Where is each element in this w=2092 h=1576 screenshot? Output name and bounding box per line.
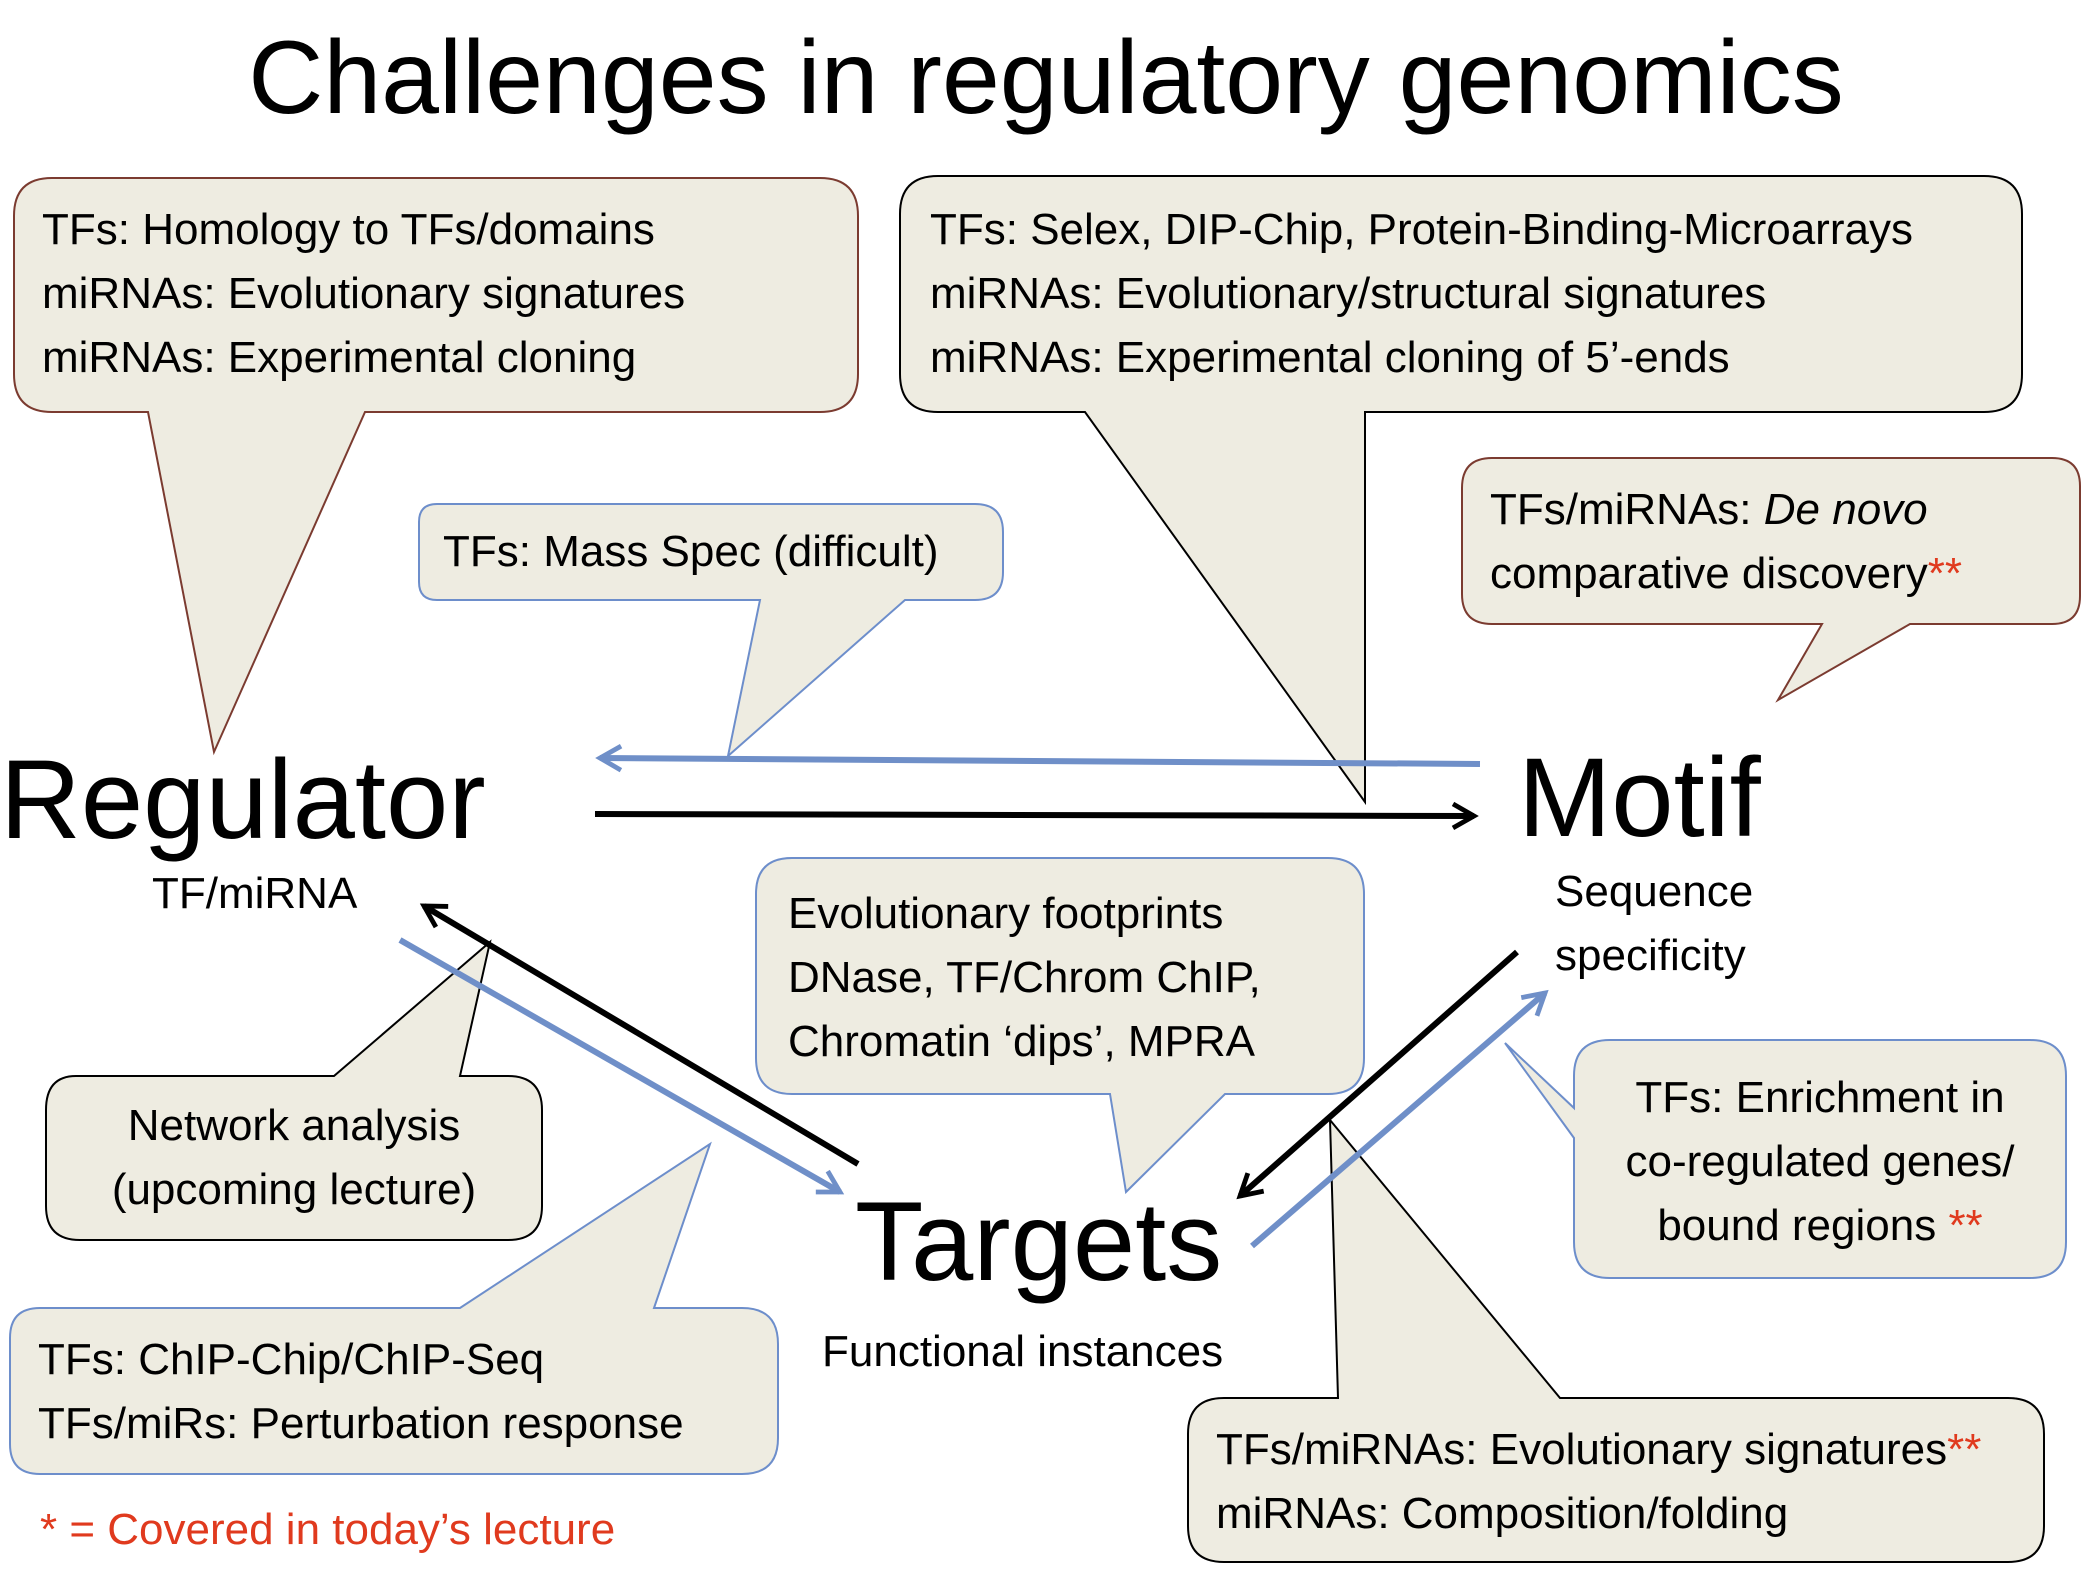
callout-de-novo-line-1: TFs/miRNAs: De novo bbox=[1490, 478, 1928, 542]
callout-chip-line-2: TFs/miRs: Perturbation response bbox=[38, 1399, 684, 1448]
node-motif-subtitle-2: specificity bbox=[1555, 931, 1746, 980]
callout-network-line-2: (upcoming lecture) bbox=[111, 1165, 477, 1214]
arrow-regulator-to-motif bbox=[594, 801, 1479, 831]
arrow-targets-to-regulator bbox=[419, 903, 860, 1167]
node-targets: Targets bbox=[855, 1179, 1223, 1304]
callout-chip-line-1: TFs: ChIP-Chip/ChIP-Seq bbox=[38, 1335, 545, 1384]
callout-motif-top-line-1: TFs: Selex, DIP-Chip, Protein-Binding-Mi… bbox=[930, 205, 1913, 254]
callout-evo-signatures-line-1: TFs/miRNAs: Evolutionary signatures** bbox=[1216, 1418, 1981, 1482]
callout-footprints-line-1: Evolutionary footprints bbox=[788, 889, 1224, 938]
callout-enrichment-line-3: bound regions ** bbox=[1574, 1194, 2066, 1258]
callout-mass-spec bbox=[418, 503, 1004, 759]
callout-regulator-top-line-1: TFs: Homology to TFs/domains bbox=[42, 205, 655, 254]
callout-enrichment bbox=[1504, 1039, 2067, 1279]
callout-de-novo-italic: De novo bbox=[1763, 485, 1928, 534]
callout-regulator-top-line-2: miRNAs: Evolutionary signatures bbox=[42, 269, 686, 318]
callout-network bbox=[45, 939, 543, 1241]
node-regulator-subtitle: TF/miRNA bbox=[152, 869, 358, 918]
node-regulator: Regulator bbox=[0, 737, 486, 862]
callout-de-novo bbox=[1461, 457, 2081, 703]
callout-de-novo-text: comparative discovery bbox=[1490, 549, 1928, 598]
callout-chip bbox=[9, 1141, 779, 1475]
callout-de-novo-line-2: comparative discovery** bbox=[1490, 542, 1962, 606]
callout-motif-top-line-2: miRNAs: Evolutionary/structural signatur… bbox=[930, 269, 1767, 318]
callout-de-novo-stars: ** bbox=[1927, 549, 1962, 598]
callout-enrichment-text: bound regions bbox=[1657, 1201, 1949, 1250]
callout-regulator-top-line-3: miRNAs: Experimental cloning bbox=[42, 333, 637, 382]
callout-de-novo-prefix: TFs/miRNAs: bbox=[1490, 485, 1764, 534]
callout-evo-signatures-line-2: miRNAs: Composition/folding bbox=[1216, 1489, 1789, 1538]
node-motif-subtitle-1: Sequence bbox=[1555, 867, 1754, 916]
callout-regulator-top bbox=[13, 177, 859, 756]
callout-motif-top bbox=[899, 175, 2023, 806]
arrow-regulator-to-targets bbox=[398, 937, 845, 1195]
callout-evo-signatures-text: TFs/miRNAs: Evolutionary signatures bbox=[1216, 1425, 1948, 1474]
callout-enrichment-line-1: TFs: Enrichment in bbox=[1635, 1073, 2005, 1122]
callout-footprints bbox=[755, 857, 1365, 1195]
node-targets-subtitle: Functional instances bbox=[822, 1327, 1224, 1376]
arrow-motif-to-targets bbox=[1236, 949, 1519, 1200]
callout-evo-signatures bbox=[1187, 1117, 2045, 1563]
callout-network-line-1: Network analysis bbox=[127, 1101, 461, 1150]
callout-motif-top-line-3: miRNAs: Experimental cloning of 5’-ends bbox=[930, 333, 1730, 382]
callout-footprints-line-3: Chromatin ‘dips’, MPRA bbox=[788, 1017, 1256, 1066]
callout-evo-signatures-stars: ** bbox=[1947, 1425, 1982, 1474]
arrow-motif-to-regulator bbox=[595, 744, 1481, 773]
node-motif: Motif bbox=[1518, 735, 1761, 860]
legend-note: * = Covered in today’s lecture bbox=[40, 1505, 616, 1554]
callout-footprints-line-2: DNase, TF/Chrom ChIP, bbox=[788, 953, 1261, 1002]
callout-mass-spec-text: TFs: Mass Spec (difficult) bbox=[443, 527, 939, 576]
callout-enrichment-line-2: co-regulated genes/ bbox=[1625, 1137, 2015, 1186]
arrow-targets-to-motif bbox=[1250, 989, 1549, 1249]
page-title: Challenges in regulatory genomics bbox=[248, 20, 1844, 136]
callout-enrichment-stars: ** bbox=[1948, 1201, 1983, 1250]
